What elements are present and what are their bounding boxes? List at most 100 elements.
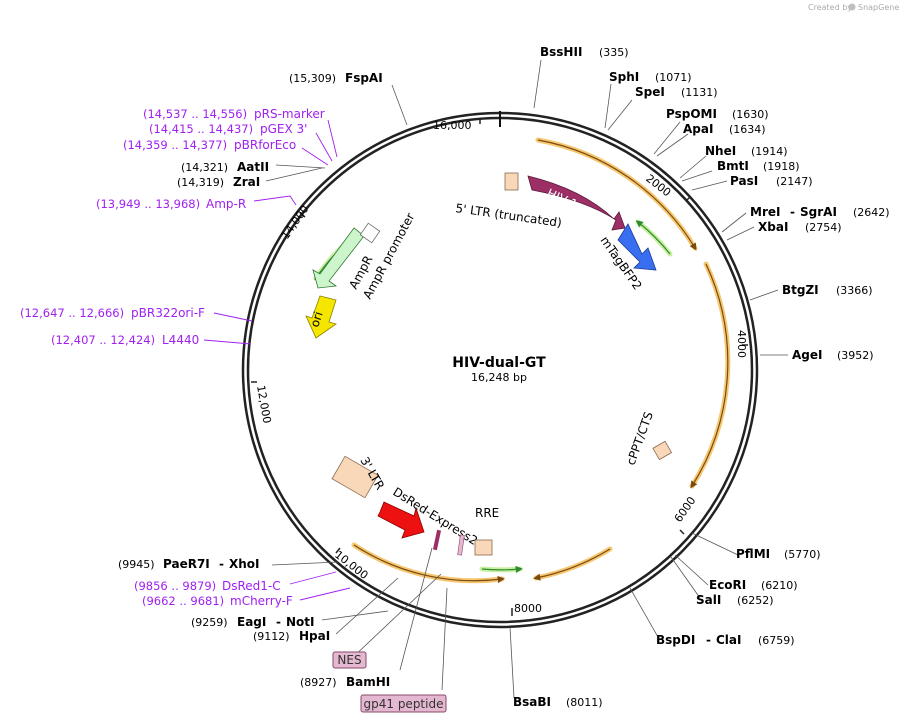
primer-dsred1-c[interactable]: DsRed1-C: [222, 579, 281, 593]
enzyme-fspai[interactable]: FspAI: [345, 71, 383, 85]
primer-l4440[interactable]: L4440: [162, 333, 199, 347]
enzyme-pflmi[interactable]: PflMI: [736, 547, 770, 561]
enzyme-btgzi[interactable]: BtgZI: [782, 283, 819, 297]
enzyme-hpai[interactable]: HpaI: [299, 629, 330, 643]
cppt-box[interactable]: [652, 440, 673, 461]
badge-nes[interactable]: NES: [332, 651, 367, 669]
enzyme-sali[interactable]: SalI: [696, 593, 721, 607]
badge-gp41[interactable]: gp41 peptide: [360, 694, 447, 713]
tick-6000: 6000: [672, 494, 699, 524]
ampr-arrow[interactable]: [312, 227, 365, 289]
enzyme-leaders: [265, 59, 788, 699]
enzyme-ecori[interactable]: EcoRI: [709, 578, 746, 592]
primer-pbr322ori-f[interactable]: pBR322ori-F: [131, 306, 205, 320]
tick-8000: 8000: [514, 602, 542, 615]
primer-amp-r[interactable]: Amp-R: [206, 197, 246, 211]
svg-text:-: -: [276, 615, 281, 629]
svg-text:(14,537 .. 14,556): (14,537 .. 14,556): [143, 107, 247, 121]
ori-label: ori: [308, 310, 326, 329]
enzyme-nhei[interactable]: NheI: [705, 144, 736, 158]
enzyme-paer7i[interactable]: PaeR7I: [163, 557, 210, 571]
svg-text:(6759): (6759): [758, 634, 795, 647]
enzyme-noti[interactable]: NotI: [286, 615, 315, 629]
primer-mcherry-f[interactable]: mCherry-F: [230, 594, 293, 608]
svg-text:-: -: [219, 557, 224, 571]
svg-text:(1634): (1634): [729, 123, 766, 136]
ampr-promoter-box[interactable]: [359, 222, 381, 244]
svg-text:(1914): (1914): [751, 145, 788, 158]
svg-text:(2147): (2147): [776, 175, 813, 188]
svg-text:(9662 .. 9681): (9662 .. 9681): [142, 594, 224, 608]
enzyme-aatii[interactable]: AatII: [237, 160, 269, 174]
svg-text:(9112): (9112): [253, 630, 290, 643]
svg-text:(12,647 .. 12,666): (12,647 .. 12,666): [20, 306, 124, 320]
svg-text:(15,309): (15,309): [289, 72, 336, 85]
svg-text:(6210): (6210): [761, 579, 798, 592]
plasmid-length: 16,248 bp: [471, 371, 527, 384]
rre-box[interactable]: [474, 539, 493, 556]
snapgene-logo-icon: [848, 3, 856, 11]
primer-prs-marker[interactable]: pRS-marker: [254, 107, 325, 121]
ltr5-box[interactable]: [504, 172, 519, 191]
primer-labels: (14,537 .. 14,556) pRS-marker (14,415 ..…: [20, 107, 325, 608]
svg-text:gp41 peptide: gp41 peptide: [364, 697, 444, 711]
svg-text:(2642): (2642): [853, 206, 890, 219]
enzyme-pasi[interactable]: PasI: [730, 174, 758, 188]
svg-text:NES: NES: [337, 653, 361, 667]
svg-text:(1071): (1071): [655, 71, 692, 84]
primer-pbrforeco[interactable]: pBRforEco: [234, 138, 296, 152]
enzyme-bmti[interactable]: BmtI: [717, 159, 749, 173]
enzyme-zrai[interactable]: ZraI: [233, 175, 260, 189]
svg-text:(14,359 .. 14,377): (14,359 .. 14,377): [123, 138, 227, 152]
enzyme-eagi[interactable]: EagI: [237, 615, 266, 629]
svg-text:(3952): (3952): [837, 349, 874, 362]
ltr3-box[interactable]: [331, 455, 379, 499]
svg-text:(2754): (2754): [805, 221, 842, 234]
cppt-label: cPPT/CTS: [624, 410, 656, 467]
svg-text:(9259): (9259): [191, 616, 228, 629]
enzyme-pspomi[interactable]: PspOMI: [666, 107, 717, 121]
tick-4000: 4000: [735, 330, 748, 358]
svg-text:(8927): (8927): [300, 676, 337, 689]
enzyme-bsabi[interactable]: BsaBI: [513, 695, 551, 709]
enzyme-apai[interactable]: ApaI: [683, 122, 713, 136]
svg-text:(13,949 .. 13,968): (13,949 .. 13,968): [96, 197, 200, 211]
gag-arrow[interactable]: [527, 175, 626, 231]
enzyme-spei[interactable]: SpeI: [635, 85, 665, 99]
svg-text:(9856 .. 9879): (9856 .. 9879): [134, 579, 216, 593]
credit-brand: SnapGene: [858, 3, 899, 12]
svg-text:(3366): (3366): [836, 284, 873, 297]
enzyme-sgrai[interactable]: SgrAI: [800, 205, 837, 219]
enzyme-bsshii[interactable]: BssHII: [540, 45, 582, 59]
enzyme-agei[interactable]: AgeI: [792, 348, 822, 362]
enzyme-prei[interactable]: MreI: [750, 205, 780, 219]
svg-text:(8011): (8011): [566, 696, 603, 709]
dsred-arrow[interactable]: [377, 501, 425, 539]
gp41-marker[interactable]: [457, 534, 465, 556]
svg-text:(14,321): (14,321): [181, 161, 228, 174]
svg-text:(1918): (1918): [763, 160, 800, 173]
enzyme-labels: BssHII (335) SphI (1071) SpeI (1131) Psp…: [118, 45, 890, 709]
enzyme-clai[interactable]: ClaI: [716, 633, 741, 647]
enzyme-sphi[interactable]: SphI: [609, 70, 639, 84]
svg-text:-: -: [706, 633, 711, 647]
nes-marker[interactable]: [432, 529, 442, 551]
svg-text:(12,407 .. 12,424): (12,407 .. 12,424): [51, 333, 155, 347]
ltr5-label: 5' LTR (truncated): [455, 201, 563, 230]
rre-label: RRE: [475, 506, 499, 520]
enzyme-bspdi[interactable]: BspDI: [656, 633, 695, 647]
plasmid-name: HIV-dual-GT: [452, 355, 546, 371]
credit-prefix: Created by: [808, 3, 852, 12]
svg-text:(1630): (1630): [732, 108, 769, 121]
primer-leaders: [203, 119, 351, 601]
enzyme-bamhi[interactable]: BamHI: [346, 675, 390, 689]
primer-pgex-3[interactable]: pGEX 3': [260, 122, 307, 136]
ori-arrow[interactable]: [305, 295, 337, 339]
enzyme-xbai[interactable]: XbaI: [758, 220, 788, 234]
enzyme-xhoi[interactable]: XhoI: [229, 557, 260, 571]
svg-text:(6252): (6252): [737, 594, 774, 607]
tagbfp-arrow[interactable]: [617, 223, 657, 271]
svg-text:(14,319): (14,319): [177, 176, 224, 189]
tick-12000: 12,000: [254, 384, 273, 424]
